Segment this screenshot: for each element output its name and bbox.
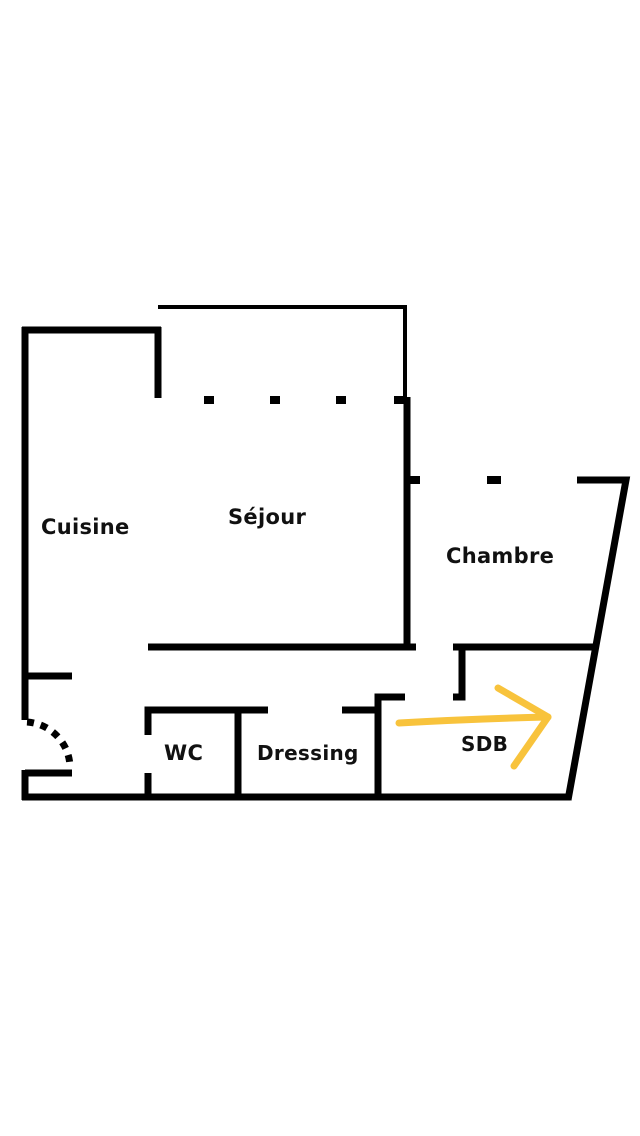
wall-wc-top bbox=[144, 706, 268, 735]
arrow-shaft bbox=[395, 713, 552, 727]
window-dash bbox=[204, 396, 214, 404]
room-label-cuisine: Cuisine bbox=[41, 515, 130, 539]
arrow-head bbox=[494, 684, 552, 770]
balcony-outline bbox=[158, 305, 407, 400]
window-dash bbox=[408, 476, 420, 484]
window-dash bbox=[487, 476, 501, 484]
window-dashes bbox=[204, 396, 501, 484]
wall-sdb-stub bbox=[453, 647, 466, 701]
wall-dressing-sdb bbox=[374, 693, 405, 797]
room-label-chambre: Chambre bbox=[446, 544, 555, 568]
room-label-sejour: Séjour bbox=[228, 505, 307, 529]
room-label-wc: WC bbox=[164, 741, 204, 765]
room-label-dressing: Dressing bbox=[257, 741, 359, 765]
window-dash bbox=[394, 396, 404, 404]
room-label-sdb: SDB bbox=[461, 732, 509, 756]
window-dash bbox=[270, 396, 280, 404]
wall-chambre-right bbox=[564, 476, 631, 801]
entry-door-arc bbox=[26, 718, 74, 769]
window-dash bbox=[336, 396, 346, 404]
walls bbox=[21, 326, 631, 801]
arrow-icon bbox=[395, 684, 552, 770]
